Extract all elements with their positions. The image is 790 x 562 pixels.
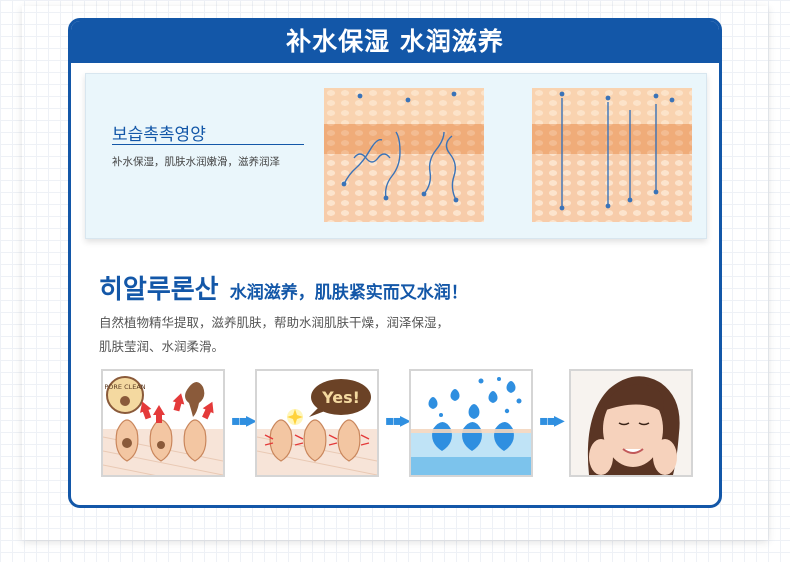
hyaluronic-heading: 히알루론산 水润滋养，肌肤紧实而又水润！ xyxy=(99,269,468,306)
page-title: 补水保湿 水润滋养 xyxy=(71,21,719,63)
description-line-1: 自然植物精华提取，滋养肌肤，帮助水润肌肤干燥，润泽保湿， xyxy=(99,315,450,330)
step-result-face xyxy=(569,369,693,477)
skin-diagram-after xyxy=(532,88,692,222)
hyaluronic-korean: 히알루론산 xyxy=(99,275,219,305)
hyaluronic-chinese: 水润滋养，肌肤紧实而又水润！ xyxy=(229,283,468,303)
moisture-subtitle: 补水保湿，肌肤水润嫩滑，滋养润泽 xyxy=(112,156,280,168)
sparkle-icon xyxy=(287,409,303,425)
step-hydration xyxy=(409,369,533,477)
arrow-icon: ▪▪▶ xyxy=(539,413,565,429)
description-line-2: 肌肤莹润、水润柔滑。 xyxy=(99,339,225,354)
arrow-icon: ▪▪▶ xyxy=(231,413,257,429)
arrow-icon: ▪▪▶ xyxy=(385,413,411,429)
moisture-panel: 보습촉촉영양 补水保湿，肌肤水润嫩滑，滋养润泽 xyxy=(85,73,707,239)
step-cleaned-pores: Yes! xyxy=(255,369,379,477)
heading-underline xyxy=(112,144,304,145)
step-pore-clean: PORE CLEAN xyxy=(101,369,225,477)
yes-bubble: Yes! xyxy=(321,388,360,407)
pore-clean-badge: PORE CLEAN xyxy=(104,383,145,391)
skin-diagram-before xyxy=(324,88,484,222)
content-frame: 补水保湿 水润滋养 보습촉촉영양 补水保湿，肌肤水润嫩滑，滋养润泽 xyxy=(68,18,722,508)
hyaluronic-description: 自然植物精华提取，滋养肌肤，帮助水润肌肤干燥，润泽保湿， 肌肤莹润、水润柔滑。 xyxy=(99,311,449,359)
moisture-heading: 보습촉촉영양 xyxy=(112,125,206,145)
